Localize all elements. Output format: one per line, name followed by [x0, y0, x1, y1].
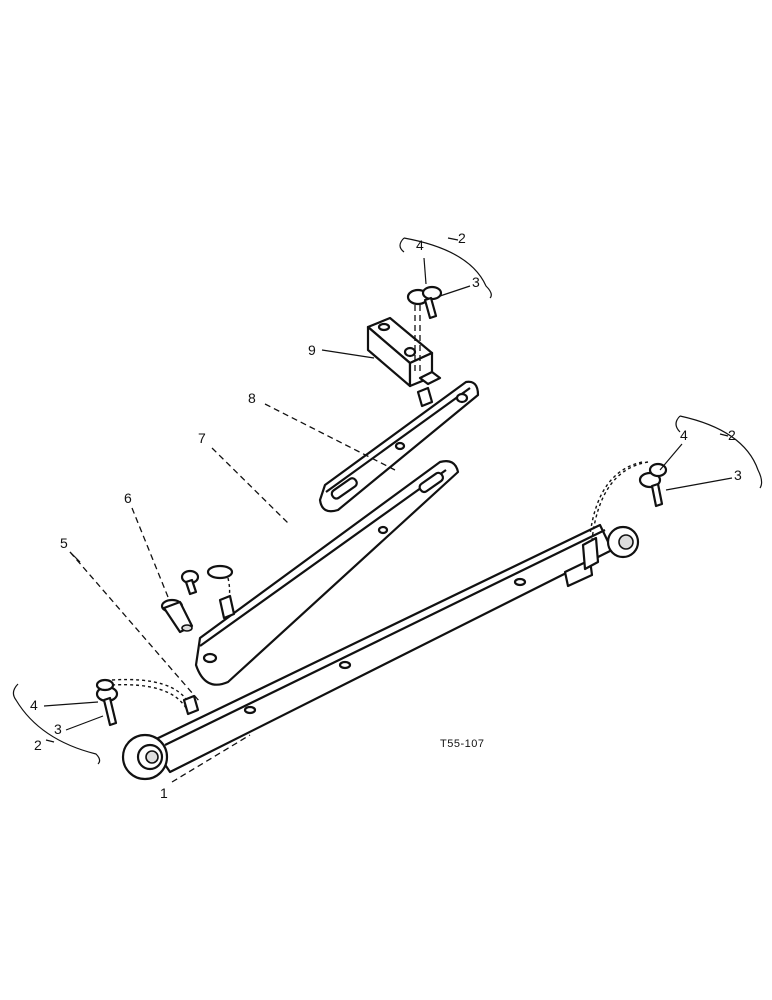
callout-2-top: 2	[458, 230, 466, 246]
clevis-block	[366, 316, 442, 388]
pin-assembly-left	[95, 678, 200, 727]
pin-assembly-right	[589, 461, 668, 541]
group-braces	[12, 237, 763, 765]
lower-link-arm	[121, 523, 640, 781]
callout-5: 5	[60, 535, 68, 551]
callout-6: 6	[124, 490, 132, 506]
callout-3-left: 3	[54, 721, 62, 737]
callout-8: 8	[248, 390, 256, 406]
callout-2-right: 2	[728, 427, 736, 443]
stabilizer-bar	[194, 460, 460, 686]
callout-4-right: 4	[680, 427, 688, 443]
callout-4-top: 4	[416, 237, 424, 253]
pin-assembly-middle	[180, 564, 236, 620]
pin-assembly-top	[406, 285, 443, 408]
callout-9: 9	[308, 342, 316, 358]
callout-3-right: 3	[734, 467, 742, 483]
leader-lines	[43, 257, 733, 783]
clevis-pin	[160, 598, 194, 634]
callout-7: 7	[198, 430, 206, 446]
callout-labels: 1 5 6 7 8 9 4 2 3 4 2 3 4 3 2 T55-107	[30, 230, 742, 801]
adjusting-bar	[318, 380, 480, 513]
callout-2-left: 2	[34, 737, 42, 753]
callout-4-left: 4	[30, 697, 38, 713]
callout-1: 1	[160, 785, 168, 801]
drawing-reference: T55-107	[440, 738, 484, 750]
callout-3-top: 3	[472, 274, 480, 290]
